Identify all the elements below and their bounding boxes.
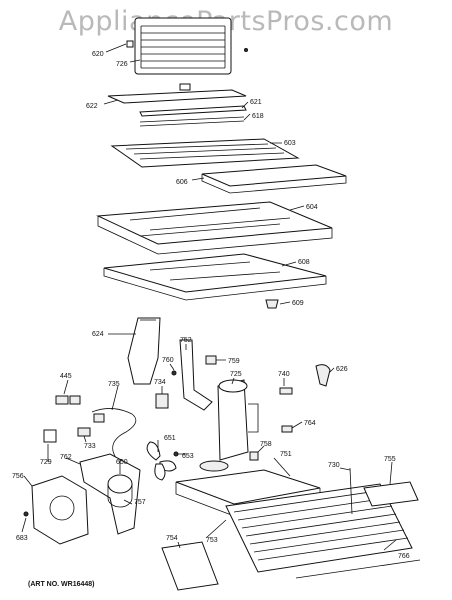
label-740: 740 <box>278 371 290 378</box>
relay-part[interactable] <box>205 355 217 365</box>
overload-part[interactable] <box>279 387 293 395</box>
label-734: 734 <box>154 379 166 386</box>
heater-part[interactable] <box>139 116 245 127</box>
screw-part-683 <box>23 511 29 517</box>
label-604: 604 <box>306 204 318 211</box>
compressor-part[interactable] <box>217 379 259 461</box>
clip-part[interactable] <box>126 40 134 48</box>
evaporator-coil-part[interactable] <box>134 17 232 75</box>
label-757: 757 <box>134 499 146 506</box>
air-duct-part[interactable] <box>127 317 161 385</box>
label-758: 758 <box>260 441 272 448</box>
label-726: 726 <box>116 61 128 68</box>
label-730: 730 <box>328 462 340 469</box>
label-733: 733 <box>84 443 96 450</box>
label-606: 606 <box>176 179 188 186</box>
label-620: 620 <box>92 51 104 58</box>
screw-part-760 <box>171 370 177 376</box>
label-753: 753 <box>206 537 218 544</box>
label-764: 764 <box>304 420 316 427</box>
label-729: 729 <box>40 459 52 466</box>
label-756: 756 <box>12 473 24 480</box>
label-445: 445 <box>60 373 72 380</box>
label-603: 603 <box>284 140 296 147</box>
label-683: 683 <box>16 535 28 542</box>
label-618: 618 <box>252 113 264 120</box>
drain-pan-part[interactable] <box>103 253 327 293</box>
label-762: 762 <box>60 454 72 461</box>
thermostat-part[interactable] <box>315 364 331 387</box>
terminal-block-part[interactable] <box>55 395 81 405</box>
access-panel-part[interactable] <box>363 481 419 507</box>
fan-housing-part[interactable] <box>31 475 89 545</box>
label-624: 624 <box>92 331 104 338</box>
control-part[interactable] <box>43 429 57 443</box>
label-621: 621 <box>250 99 262 106</box>
rail-part[interactable] <box>139 105 247 117</box>
label-760: 760 <box>162 357 174 364</box>
art-number: (ART NO. WR16448) <box>28 581 95 588</box>
label-766: 766 <box>398 553 410 560</box>
evaporator-cover-part[interactable] <box>107 89 247 104</box>
defrost-timer-part[interactable] <box>155 393 169 409</box>
label-759: 759 <box>228 358 240 365</box>
connector-part[interactable] <box>77 427 91 437</box>
condenser-fan-motor-part[interactable] <box>107 474 133 508</box>
label-650: 650 <box>116 459 128 466</box>
label-752: 752 <box>180 337 192 344</box>
label-622: 622 <box>86 103 98 110</box>
label-754: 754 <box>166 535 178 542</box>
label-608: 608 <box>298 259 310 266</box>
fan-shroud-part[interactable] <box>79 453 141 535</box>
label-653: 653 <box>182 453 194 460</box>
label-651: 651 <box>164 435 176 442</box>
condenser-coil-part[interactable] <box>233 489 421 579</box>
drain-tube-part[interactable] <box>281 425 293 433</box>
label-735: 735 <box>108 381 120 388</box>
toe-grille-part[interactable] <box>161 541 219 591</box>
condenser-tube-part[interactable] <box>349 467 353 515</box>
cover-clip-part <box>179 83 191 91</box>
label-755: 755 <box>384 456 396 463</box>
drip-tray-part[interactable] <box>201 164 347 187</box>
fan-blade-part[interactable] <box>146 441 177 481</box>
screw-part <box>244 48 248 52</box>
drain-fitting-part[interactable] <box>265 299 279 309</box>
label-751: 751 <box>280 451 292 458</box>
label-626: 626 <box>336 366 348 373</box>
mounting-bracket-part[interactable] <box>179 339 213 411</box>
label-609: 609 <box>292 300 304 307</box>
shelf-part[interactable] <box>110 138 300 168</box>
nut-part <box>173 451 179 457</box>
label-725: 725 <box>230 371 242 378</box>
